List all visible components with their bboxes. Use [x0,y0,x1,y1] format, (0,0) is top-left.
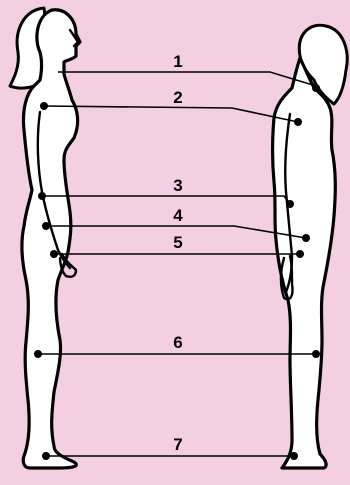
front-facing-figure [10,8,80,468]
line-2 [44,106,298,122]
label-7: 7 [173,435,182,454]
label-3: 3 [173,176,182,195]
dot-4-left [42,222,50,230]
measurement-labels: 1 2 3 4 5 6 7 [173,52,183,454]
dot-5-right [296,250,304,258]
dot-2-left [40,102,48,110]
dot-4-right [302,234,310,242]
dot-3-right [286,200,294,208]
dot-6-left [34,350,42,358]
dot-5-left [50,250,58,258]
dot-6-right [312,350,320,358]
label-5: 5 [173,233,182,252]
dot-3-left [38,192,46,200]
dot-1-right [312,84,320,92]
label-4: 4 [173,206,183,225]
line-3 [42,196,290,204]
label-6: 6 [173,333,182,352]
label-1: 1 [173,52,182,71]
label-2: 2 [173,88,182,107]
line-1 [58,72,316,86]
back-facing-figure [273,25,348,468]
dot-2-right [294,118,302,126]
dot-7-right [290,452,298,460]
dot-7-left [42,452,50,460]
